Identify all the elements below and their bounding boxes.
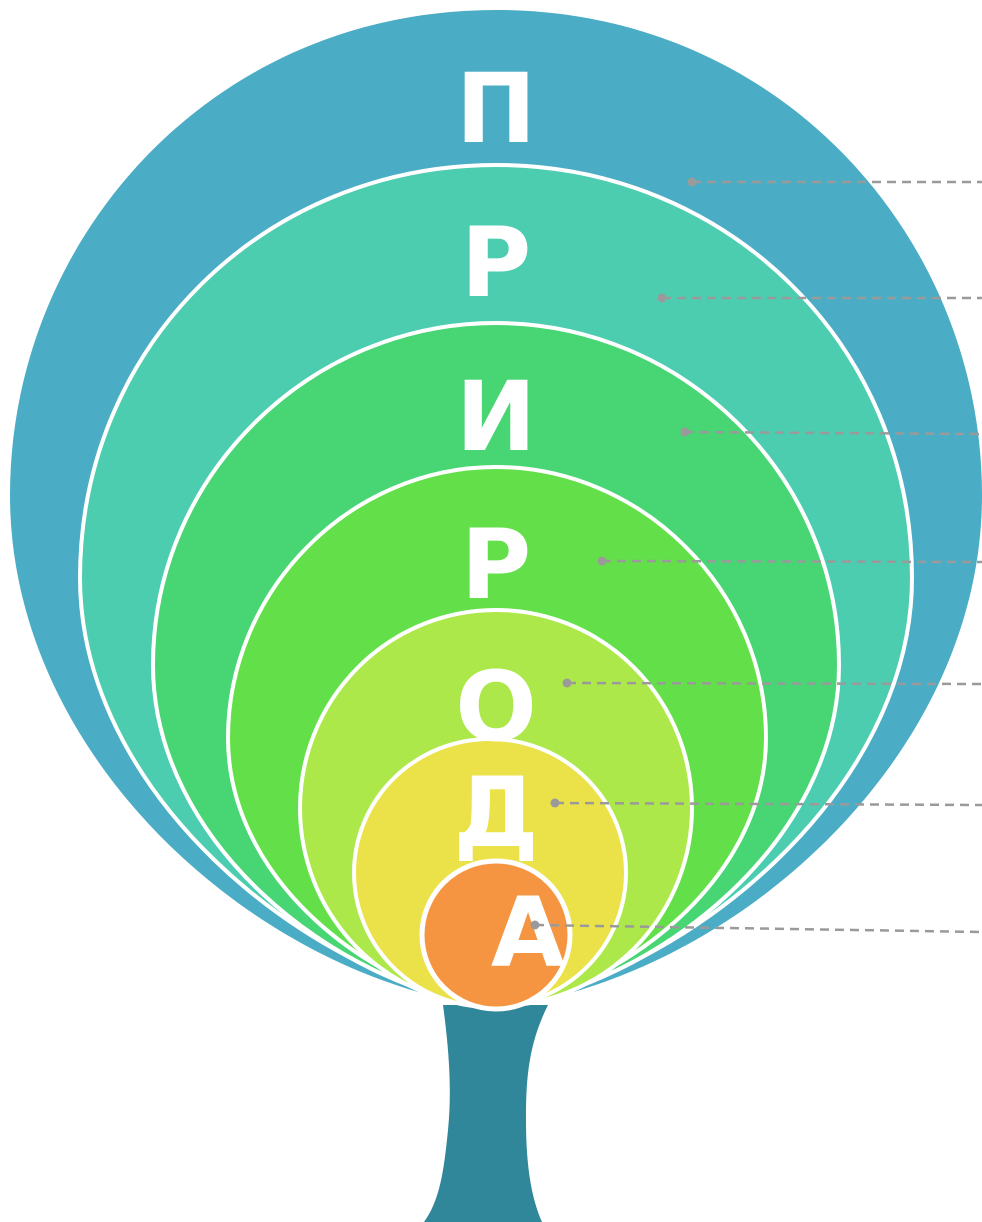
leader-dot-2 <box>657 293 667 303</box>
leader-line-7 <box>530 920 982 934</box>
letter-5: О <box>455 651 537 763</box>
leader-line-4 <box>597 556 982 566</box>
leader-dot-3 <box>680 427 690 437</box>
letter-4: Р <box>461 509 531 621</box>
leader-line-6 <box>550 798 982 808</box>
layer-7-shape <box>419 858 573 1012</box>
leader-line-3 <box>680 427 982 437</box>
leader-line-5 <box>562 678 982 688</box>
leader-line-1 <box>687 177 982 187</box>
letter-6: Д <box>453 757 539 869</box>
leader-dot-7 <box>530 920 540 930</box>
tree-trunk <box>424 1005 548 1222</box>
leader-dot-1 <box>687 177 697 187</box>
letter-1: П <box>456 53 536 165</box>
leader-dot-5 <box>562 678 572 688</box>
letter-3: И <box>456 361 536 473</box>
letter-2: Р <box>461 207 531 319</box>
leader-line-2 <box>657 293 982 303</box>
letter-7: А <box>491 877 565 989</box>
leader-dot-6 <box>550 798 560 808</box>
leader-dot-4 <box>597 556 607 566</box>
